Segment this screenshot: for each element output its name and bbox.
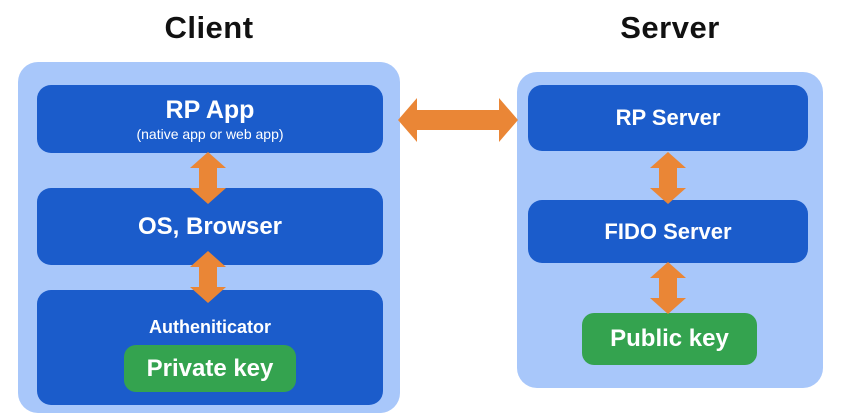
fido-server-label: FIDO Server <box>604 218 732 244</box>
public-key-label: Public key <box>610 325 729 352</box>
server-group-title: Server <box>620 10 720 45</box>
public-key-box: Public key <box>582 313 757 365</box>
fido-server-box: FIDO Server <box>528 200 808 263</box>
client-group-title: Client <box>164 10 254 45</box>
client-server-double-arrow-icon <box>398 97 518 143</box>
private-key-label: Private key <box>146 354 274 382</box>
rp-app-label: RP App <box>165 95 255 124</box>
rp-app-box: RP App (native app or web app) <box>37 85 383 153</box>
rpapp-osbrowser-double-arrow-icon <box>190 152 226 204</box>
rpserver-fidoserver-double-arrow-icon <box>650 152 686 204</box>
private-key-box: Private key <box>124 345 296 392</box>
fidoserver-publickey-double-arrow-icon <box>650 262 686 314</box>
rp-server-label: RP Server <box>615 105 721 130</box>
authenticator-box: Autheniticator Private key <box>37 290 383 405</box>
authenticator-label: Autheniticator <box>148 317 271 337</box>
client-container: RP App (native app or web app) OS, Brows… <box>18 62 400 413</box>
rp-server-box: RP Server <box>528 85 808 151</box>
rp-app-sublabel: (native app or web app) <box>136 125 284 142</box>
os-browser-label: OS, Browser <box>137 212 283 240</box>
server-container: RP Server FIDO Server Public key <box>517 72 823 388</box>
osbrowser-authenticator-double-arrow-icon <box>190 251 226 303</box>
